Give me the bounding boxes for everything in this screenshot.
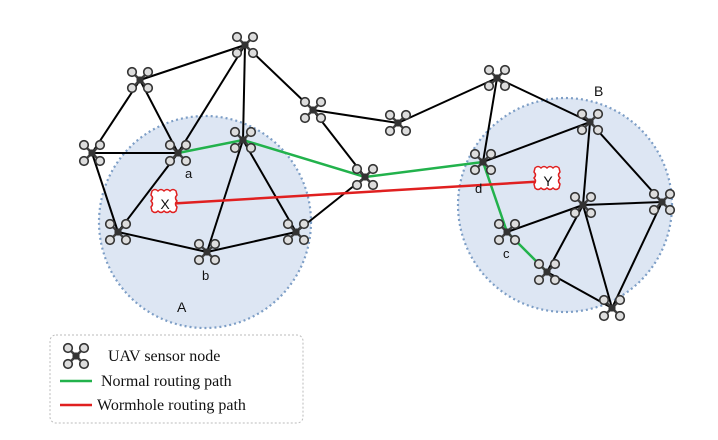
legend-node-label: UAV sensor node: [108, 348, 220, 365]
uav-node-icon: [299, 96, 327, 124]
legend: UAV sensor node Normal routing path Worm…: [49, 334, 304, 424]
zone-b-label: B: [594, 83, 603, 99]
uav-node-icon: [126, 66, 154, 94]
wormhole-routing-path: [164, 179, 549, 206]
uav-node-icon: [483, 64, 511, 92]
attacker-y: Y: [532, 165, 562, 191]
node-label-a: a: [185, 166, 193, 181]
legend-normal-label: Normal routing path: [101, 373, 232, 390]
zone-a-circle: [97, 114, 313, 330]
attacker-x-label: X: [160, 196, 170, 212]
legend-wormhole-label: Wormhole routing path: [97, 397, 246, 414]
node-label-d: d: [475, 181, 482, 196]
attacker-x: X: [149, 188, 179, 214]
zone-b-circle: [456, 96, 674, 314]
attacker-y-label: Y: [543, 173, 553, 189]
zone-a-label: A: [177, 299, 187, 315]
node-label-c: c: [503, 246, 510, 261]
uav-node-icon: [384, 109, 412, 137]
node-label-b: b: [202, 268, 209, 283]
